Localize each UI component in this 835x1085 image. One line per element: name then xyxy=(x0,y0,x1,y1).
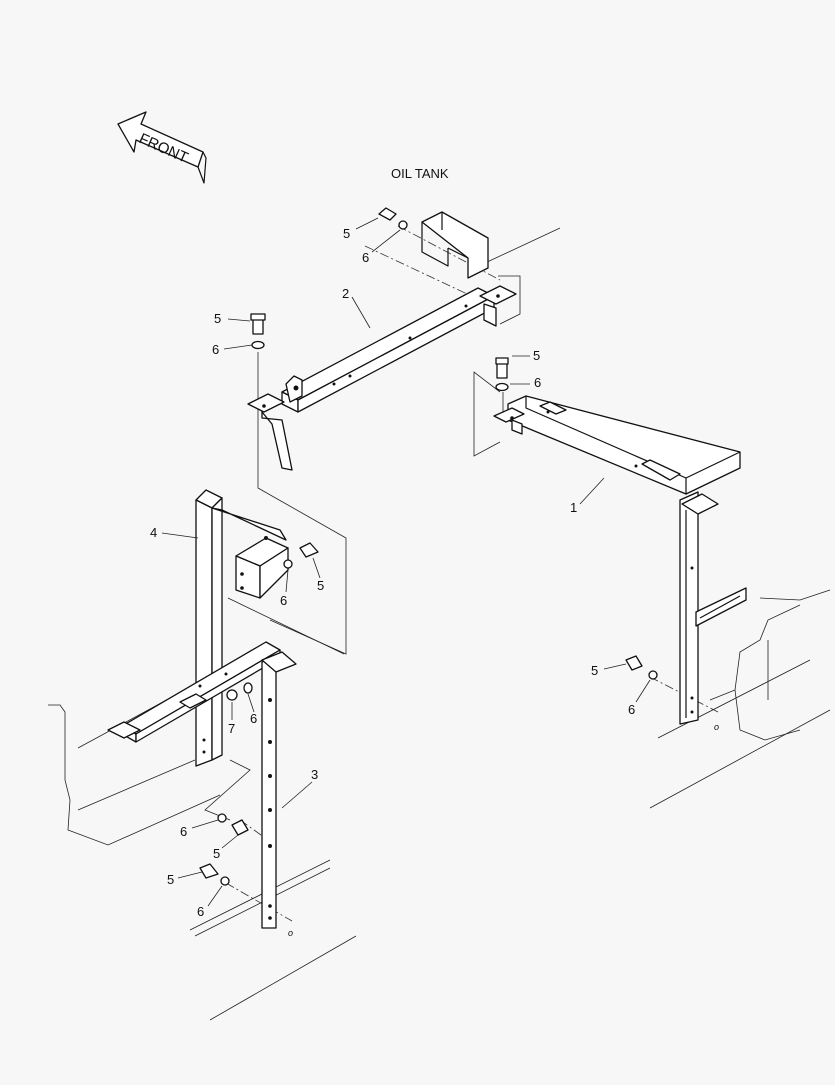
callout-6: 6 xyxy=(197,904,204,919)
callout-6: 6 xyxy=(212,342,219,357)
callout-6: 6 xyxy=(534,375,541,390)
callout-5: 5 xyxy=(214,311,221,326)
callout-5: 5 xyxy=(213,846,220,861)
fasteners xyxy=(199,207,658,886)
callout-6: 6 xyxy=(250,711,257,726)
machine-outline xyxy=(48,227,831,1021)
callout-6: 6 xyxy=(362,250,369,265)
callout-6: 6 xyxy=(628,702,635,717)
callout-5: 5 xyxy=(167,872,174,887)
callout-7: 7 xyxy=(228,721,235,736)
callout-1: 1 xyxy=(570,500,577,515)
svg-text:o: o xyxy=(288,928,293,938)
callout-2: 2 xyxy=(342,286,349,301)
callout-6: 6 xyxy=(280,593,287,608)
oil-tank-title: OIL TANK xyxy=(391,166,449,181)
leader-lines xyxy=(161,217,651,907)
callout-3: 3 xyxy=(311,767,318,782)
callout-5: 5 xyxy=(533,348,540,363)
callout-4: 4 xyxy=(150,525,157,540)
callout-labels: 5 6 2 5 6 5 6 1 4 5 6 7 6 3 6 5 5 6 5 6 xyxy=(150,226,635,919)
front-arrow-icon: FRONT xyxy=(117,111,207,184)
callout-5: 5 xyxy=(343,226,350,241)
oil-tank-bracket xyxy=(421,211,489,279)
callout-6: 6 xyxy=(180,824,187,839)
part-1-right-frame: o xyxy=(493,395,747,732)
callout-5: 5 xyxy=(591,663,598,678)
callout-5: 5 xyxy=(317,578,324,593)
part-4-left-frame xyxy=(107,489,289,767)
part-2-cross-beam xyxy=(247,285,517,471)
svg-text:o: o xyxy=(714,722,719,732)
part-3-vertical-post: o xyxy=(261,651,297,938)
